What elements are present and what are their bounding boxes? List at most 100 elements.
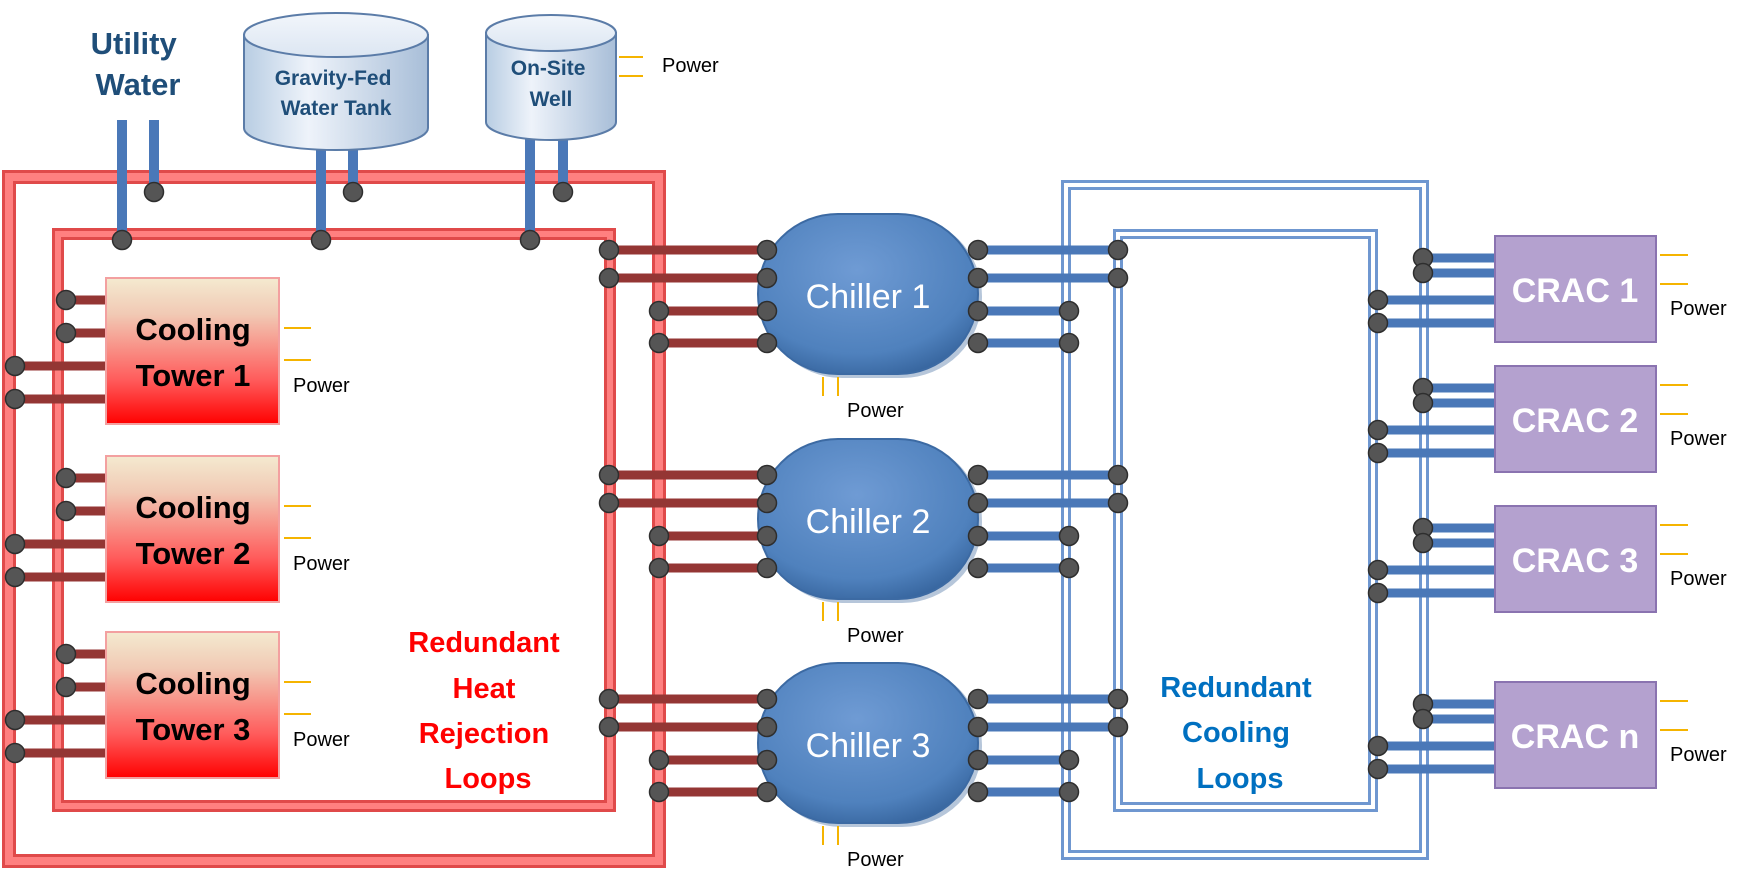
pipe-connector [967, 239, 989, 261]
pipe-connector [967, 716, 989, 738]
pipe-connector [756, 239, 778, 261]
pipe-connector [4, 355, 26, 377]
tower-power-label: Power [293, 375, 350, 397]
crac-label: CRAC 3 [1512, 542, 1639, 580]
pipe-connector [55, 500, 77, 522]
crac-power-label: Power [1670, 568, 1727, 590]
pipe-connector [55, 676, 77, 698]
pipe-connector [1058, 300, 1080, 322]
pipe-connector [756, 749, 778, 771]
crac-2: CRAC 2 Power [1494, 365, 1727, 473]
pipe-connector [4, 742, 26, 764]
crac-power-label: Power [1670, 298, 1727, 320]
pipe-connector [4, 533, 26, 555]
pipe-connector [1412, 262, 1434, 284]
pipe-connector [967, 492, 989, 514]
pipe-connector [967, 300, 989, 322]
pipe-connector [756, 332, 778, 354]
pipe-connector [519, 229, 541, 251]
pipe-connector [1107, 688, 1129, 710]
crac-3: CRAC 3 Power [1494, 505, 1727, 613]
svg-text:On-Site Well: On-Site Well [511, 57, 592, 111]
pipe-connector [756, 267, 778, 289]
crac-label: CRAC 1 [1512, 272, 1639, 310]
chiller-3: Chiller 3 Power [757, 662, 982, 871]
heat-rejection-loop [2, 170, 666, 868]
pipe-connector [598, 464, 620, 486]
pipe-connector [1107, 267, 1129, 289]
pipe-connector [967, 688, 989, 710]
heat-rejection-loops-label: Redundant Heat Rejection Loops [408, 627, 568, 795]
pipe-connector [1367, 758, 1389, 780]
chiller-power-label: Power [847, 849, 904, 871]
pipe-connector [1367, 559, 1389, 581]
pipe-connector [598, 239, 620, 261]
connectors [4, 181, 1434, 803]
pipe-connector [1058, 781, 1080, 803]
pipe-connector [598, 688, 620, 710]
pipe-connector [552, 181, 574, 203]
pipe-connector [55, 467, 77, 489]
well-power-label: Power [662, 55, 719, 77]
pipe-connector [1058, 332, 1080, 354]
pipe-connector [1107, 464, 1129, 486]
pipe-connector [1367, 289, 1389, 311]
pipe-connector [1107, 492, 1129, 514]
pipes [15, 245, 1495, 797]
pipe-connector [1367, 312, 1389, 334]
pipe-connector [756, 525, 778, 547]
pipe-connector [342, 181, 364, 203]
pipe-connector [756, 557, 778, 579]
pipe-connector [648, 781, 670, 803]
pipe-connector [1367, 735, 1389, 757]
pipe-connector [111, 229, 133, 251]
chiller-power-label: Power [847, 625, 904, 647]
pipe-connector [4, 709, 26, 731]
pipe-connector [648, 300, 670, 322]
pipe-connector [55, 643, 77, 665]
pipe-connector [648, 749, 670, 771]
pipe-connector [967, 781, 989, 803]
pipe-connector [4, 388, 26, 410]
pipe-connector [1058, 749, 1080, 771]
pipe-connector [967, 525, 989, 547]
pipe-connector [1412, 708, 1434, 730]
pipe-connector [1367, 582, 1389, 604]
crac-power-label: Power [1670, 744, 1727, 766]
pipe-connector [4, 566, 26, 588]
pipe-connector [648, 557, 670, 579]
pipe-connector [55, 322, 77, 344]
pipe-connector [967, 749, 989, 771]
on-site-well: On-Site Well Power [485, 14, 719, 141]
pipe-connector [598, 716, 620, 738]
pipe-connector [648, 332, 670, 354]
pipe-connector [598, 492, 620, 514]
pipe-connector [1107, 716, 1129, 738]
crac-label: CRAC 2 [1512, 402, 1639, 440]
pipe-connector [756, 300, 778, 322]
chiller-2: Chiller 2 Power [757, 438, 982, 647]
chiller-label: Chiller 2 [806, 503, 931, 541]
pipe-connector [756, 688, 778, 710]
pipe-connector [1058, 525, 1080, 547]
pipe-connector [756, 781, 778, 803]
pipe-connector [756, 464, 778, 486]
pipe-connector [598, 267, 620, 289]
pipe-connector [1107, 239, 1129, 261]
crac-1: CRAC 1 Power [1494, 235, 1727, 343]
pipe-connector [55, 289, 77, 311]
chiller-label: Chiller 3 [806, 727, 931, 765]
crac-power-label: Power [1670, 428, 1727, 450]
chiller-label: Chiller 1 [806, 278, 931, 316]
pipe-connector [1367, 442, 1389, 464]
